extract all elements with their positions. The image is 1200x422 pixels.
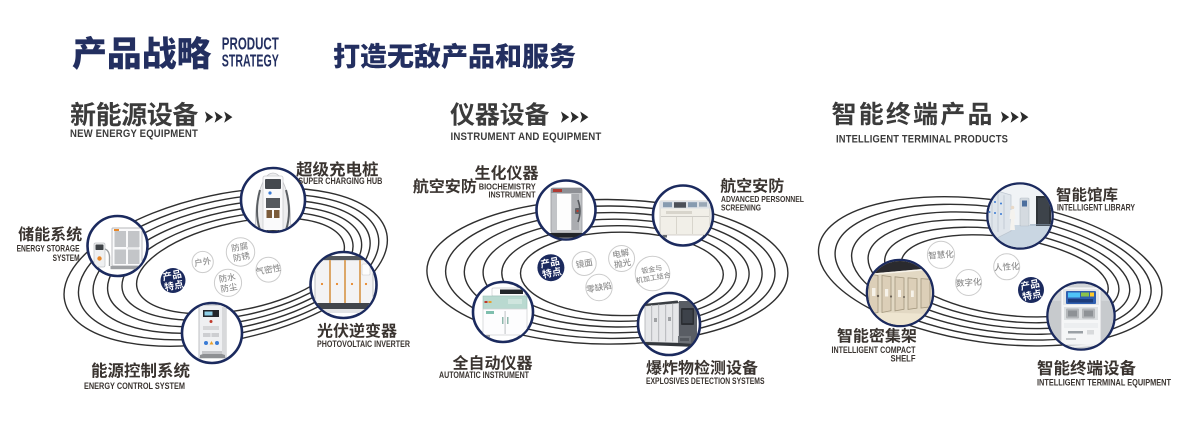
svg-text:PHOTOVOLTAIC INVERTER: PHOTOVOLTAIC INVERTER [317,339,410,349]
svg-text:INTELLIGENT TERMINAL EQUIPMENT: INTELLIGENT TERMINAL EQUIPMENT [1037,378,1171,388]
svg-text:INSTRUMENT AND EQUIPMENT: INSTRUMENT AND EQUIPMENT [451,131,602,143]
svg-text:INTELLIGENT LIBRARY: INTELLIGENT LIBRARY [1057,203,1135,213]
svg-text:INTELLIGENT TERMINAL PRODUCTS: INTELLIGENT TERMINAL PRODUCTS [836,134,1008,146]
svg-text:SYSTEM: SYSTEM [53,253,80,263]
svg-text:NEW ENERGY EQUIPMENT: NEW ENERGY EQUIPMENT [70,128,198,140]
svg-text:SHELF: SHELF [891,354,916,364]
svg-text:PRODUCT: PRODUCT [222,35,279,54]
svg-text:ADVANCED PERSONNEL: ADVANCED PERSONNEL [721,194,804,204]
svg-text:SCREENING: SCREENING [721,202,761,212]
svg-text:INTELLIGENT COMPACT: INTELLIGENT COMPACT [832,345,916,355]
svg-text:SUPER CHARGING HUB: SUPER CHARGING HUB [298,176,382,186]
svg-text:ENERGY STORAGE: ENERGY STORAGE [17,244,80,254]
svg-text:STRATEGY: STRATEGY [222,52,279,71]
svg-text:EXPLOSIVES DETECTION SYSTEMS: EXPLOSIVES DETECTION SYSTEMS [646,376,765,386]
svg-text:AUTOMATIC INSTRUMENT: AUTOMATIC INSTRUMENT [439,370,529,380]
svg-text:ENERGY CONTROL SYSTEM: ENERGY CONTROL SYSTEM [84,381,185,391]
svg-text:INSTRUMENT: INSTRUMENT [489,190,537,200]
svg-text:BIOCHEMISTRY: BIOCHEMISTRY [479,181,536,191]
